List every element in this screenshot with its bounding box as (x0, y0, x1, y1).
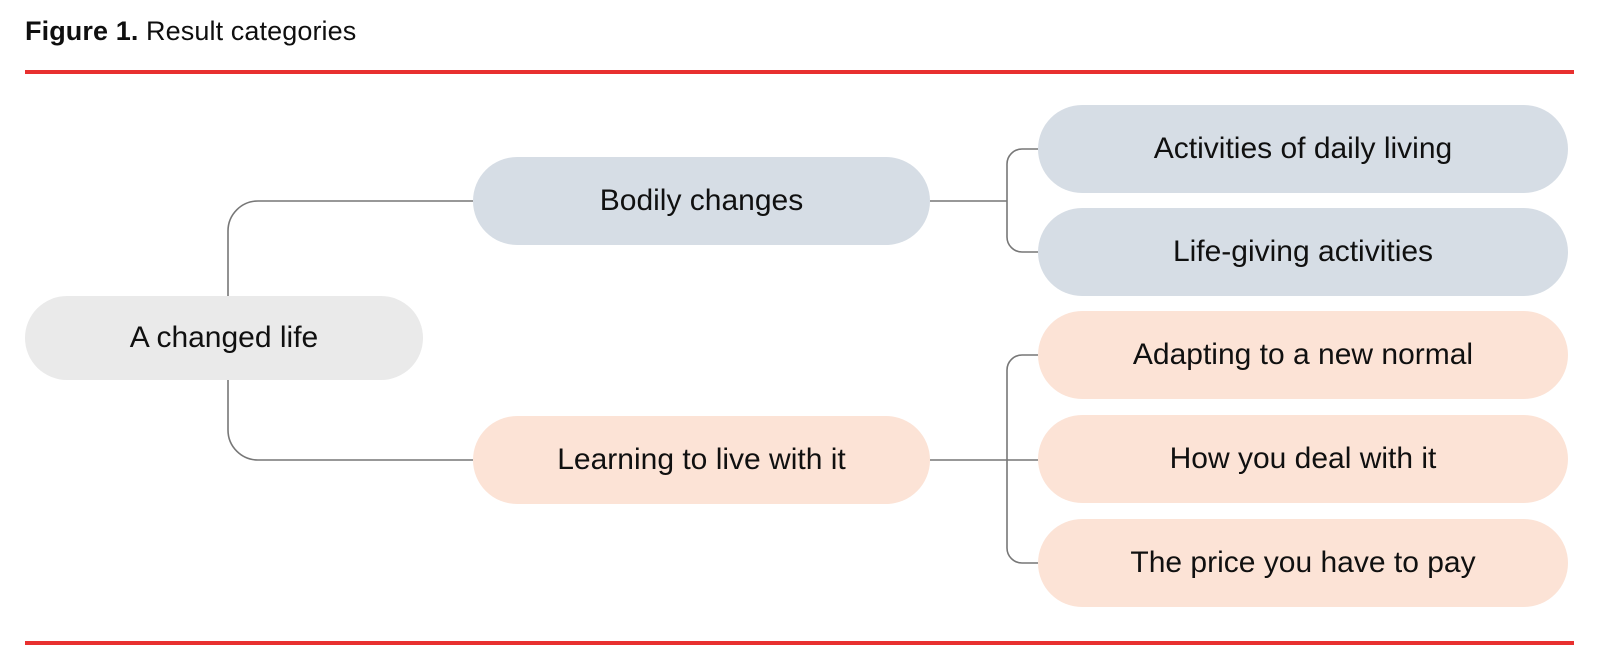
connector-learning-to-leaf-2 (1006, 354, 1038, 460)
figure-label: Figure 1. (25, 16, 139, 46)
node-root-a-changed-life[interactable]: A changed life (25, 296, 423, 380)
rule-top (25, 70, 1574, 74)
rule-bottom (25, 641, 1574, 645)
node-leaf-how-you-deal-with-it[interactable]: How you deal with it (1038, 415, 1568, 503)
node-branch-learning-to-live-with-it[interactable]: Learning to live with it (473, 416, 930, 504)
node-leaf-life-giving-activities[interactable]: Life-giving activities (1038, 208, 1568, 296)
node-leaf-the-price-you-have-to-pay[interactable]: The price you have to pay (1038, 519, 1568, 607)
page-title: Result categories (146, 16, 357, 46)
figure-caption: Figure 1. Result categories (25, 13, 356, 49)
node-branch-bodily-changes[interactable]: Bodily changes (473, 157, 930, 245)
connector-learning-to-leaf-4 (1006, 460, 1038, 564)
connector-bodily-to-leaf-0 (1006, 148, 1038, 201)
node-leaf-activities-of-daily-living[interactable]: Activities of daily living (1038, 105, 1568, 193)
node-leaf-adapting-to-a-new-normal[interactable]: Adapting to a new normal (1038, 311, 1568, 399)
connector-bodily-to-leaf-1 (1006, 201, 1038, 253)
